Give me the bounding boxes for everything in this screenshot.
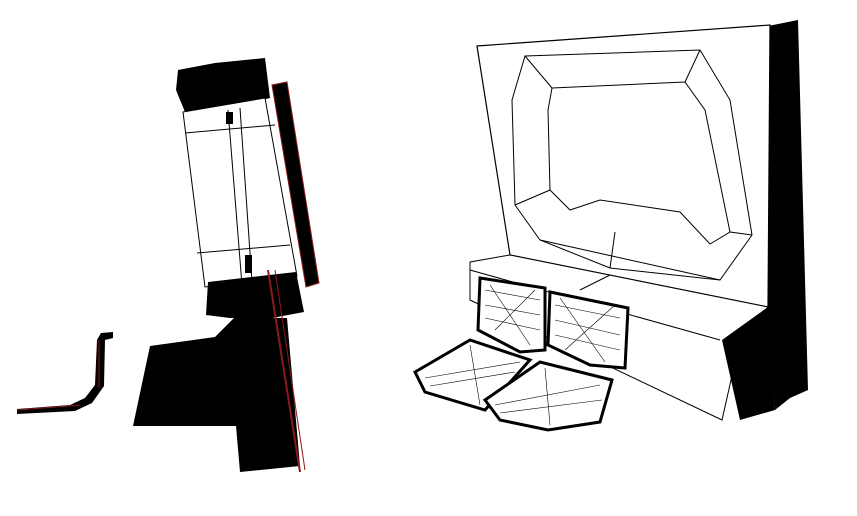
rear-bar [271, 81, 320, 288]
side-panel [758, 20, 808, 410]
seat-back-left [476, 276, 547, 354]
small-bracket-part [16, 332, 113, 414]
screen-frame [182, 97, 298, 288]
perspective-view [413, 20, 808, 432]
base-body [133, 318, 300, 472]
side-view [133, 58, 320, 473]
control-block [206, 272, 304, 318]
top-cap [176, 58, 270, 112]
seat-cushion-right [482, 360, 614, 432]
cabinet-lower-dark [722, 307, 775, 420]
screen-bezel-inner [547, 81, 731, 245]
